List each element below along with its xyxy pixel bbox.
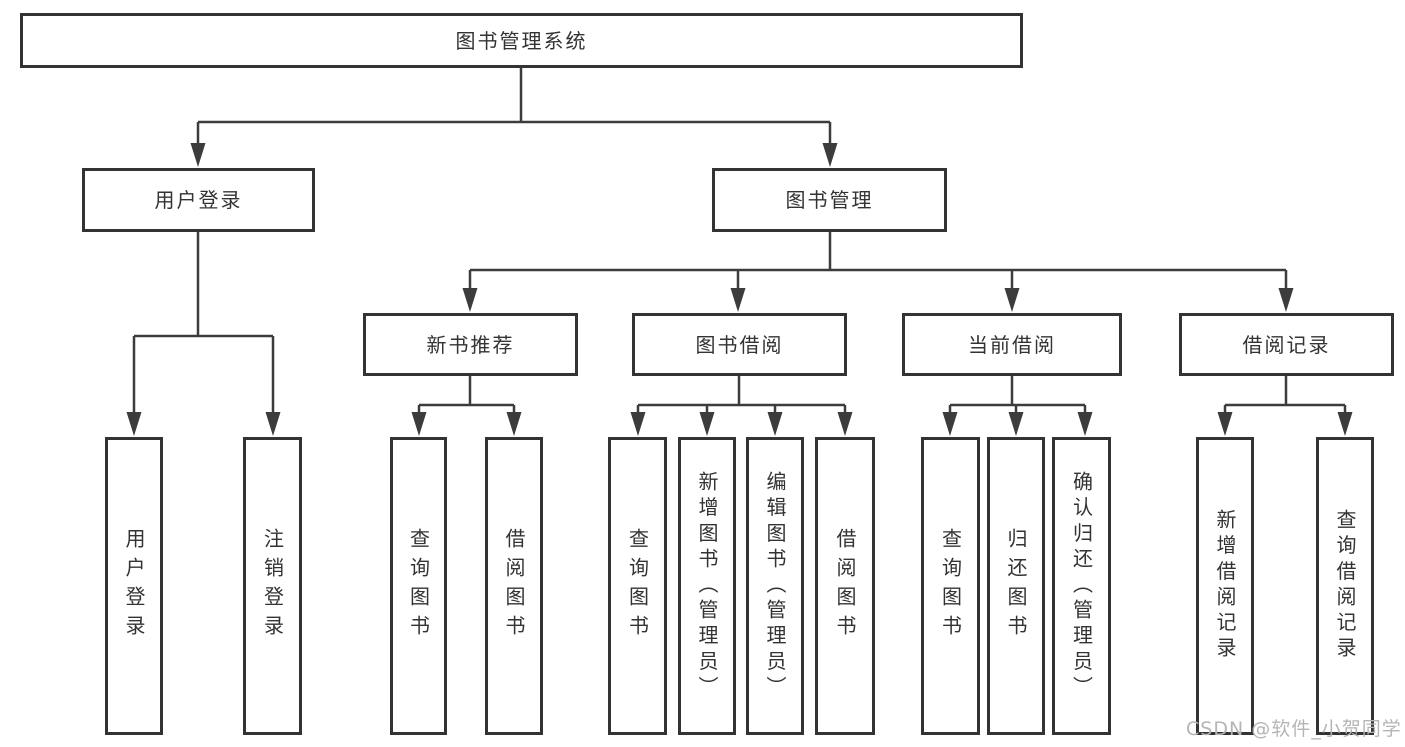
leaf-edit-books-admin: 编辑图书（管理员） [746,437,804,735]
leaf-query-books-current: 查询图书 [921,437,980,735]
node-book-borrowing: 图书借阅 [632,313,847,376]
node-borrowing-records: 借阅记录 [1179,313,1394,376]
leaf-confirm-return-admin: 确认归还（管理员） [1052,437,1111,735]
node-root-system: 图书管理系统 [20,13,1023,68]
leaf-query-borrow-record: 查询借阅记录 [1316,437,1374,735]
leaf-query-books-recommend: 查询图书 [390,437,447,735]
node-current-borrowing: 当前借阅 [902,313,1122,376]
leaf-user-login: 用户登录 [105,437,163,735]
node-new-book-recommend: 新书推荐 [363,313,578,376]
leaf-add-books-admin: 新增图书（管理员） [678,437,736,735]
csdn-watermark: CSDN @软件_小贺同学 [1186,718,1402,740]
node-book-management: 图书管理 [712,168,947,232]
leaf-borrow-books: 借阅图书 [815,437,875,735]
leaf-return-books: 归还图书 [987,437,1045,735]
leaf-query-books: 查询图书 [608,437,667,735]
leaf-add-borrow-record: 新增借阅记录 [1196,437,1254,735]
node-user-login: 用户登录 [82,168,315,232]
leaf-borrow-books-recommend: 借阅图书 [485,437,543,735]
leaf-logout: 注销登录 [243,437,302,735]
